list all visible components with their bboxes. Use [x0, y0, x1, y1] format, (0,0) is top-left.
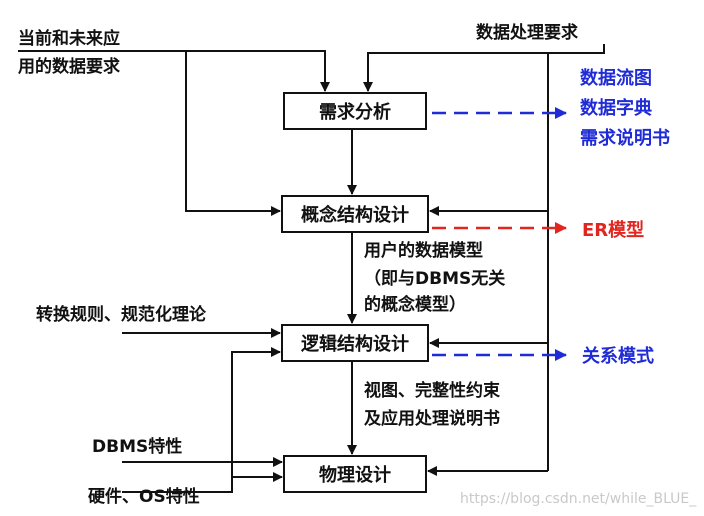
stage-requirements-label: 需求分析 [319, 101, 391, 123]
output-dataflow-diagram: 数据流图 [580, 67, 652, 89]
arrow-hardware-to-logical [122, 347, 281, 493]
output-requirements-spec: 需求说明书 [580, 127, 670, 149]
input-current-future-line2: 用的数据要求 [18, 56, 120, 77]
output-data-dictionary: 数据字典 [580, 97, 652, 119]
input-processing-requirements: 数据处理要求 [476, 22, 578, 43]
stage-physical-label: 物理设计 [319, 464, 391, 486]
input-dbms-features: DBMS特性 [92, 436, 182, 457]
views-line1: 视图、完整性约束 [364, 380, 500, 401]
user-model-line3: 的概念模型） [364, 294, 466, 315]
stage-requirements-box [283, 92, 427, 130]
user-model-line1: 用户的数据模型 [364, 240, 483, 261]
user-model-line2: （即与DBMS无关 [364, 268, 505, 289]
output-er-model: ER模型 [582, 219, 644, 241]
stage-logical-label: 逻辑结构设计 [301, 333, 409, 355]
output-relational-schema: 关系模式 [582, 345, 654, 367]
input-current-future-line1: 当前和未来应 [18, 28, 120, 49]
views-line2: 及应用处理说明书 [364, 408, 500, 429]
watermark: https://blog.csdn.net/while_BLUE_ [460, 491, 697, 507]
arrow-processing-to-requirements [363, 44, 605, 92]
stage-physical-box [283, 455, 427, 493]
arrow-input-to-requirements [18, 50, 330, 92]
arrow-input-to-conceptual [185, 51, 281, 216]
stage-conceptual-label: 概念结构设计 [301, 204, 409, 226]
stage-logical-box [281, 324, 429, 362]
stage-conceptual-box [281, 195, 429, 233]
input-conversion-rules: 转换规则、规范化理论 [36, 304, 207, 325]
input-hardware-os: 硬件、OS特性 [88, 486, 200, 507]
